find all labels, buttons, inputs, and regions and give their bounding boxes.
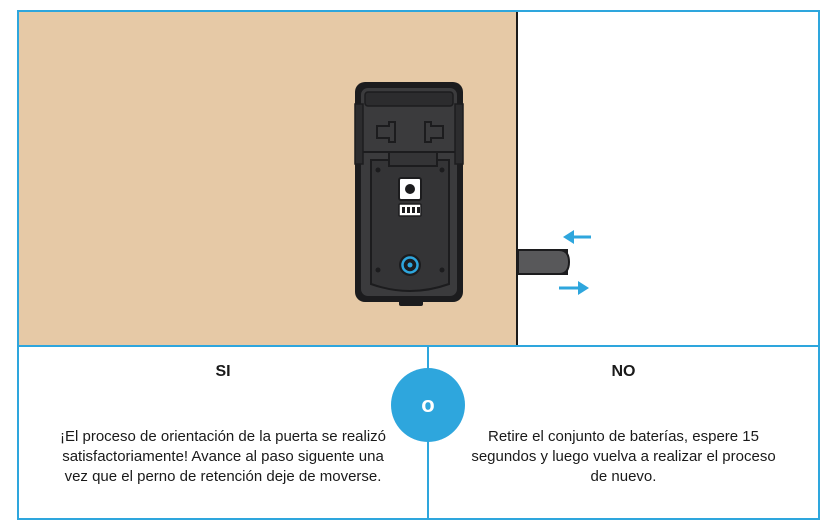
arrow-left-icon <box>563 230 591 244</box>
thumb-turn-icon <box>399 254 421 276</box>
lock-drawing <box>354 82 591 306</box>
option-no-title: NO <box>611 363 636 380</box>
lock-illustration <box>19 12 818 346</box>
program-button-icon <box>398 177 422 201</box>
option-yes-text: ¡El proceso de orientación de la puerta … <box>59 428 387 485</box>
option-no: NO Retire el conjunto de baterías, esper… <box>429 347 818 519</box>
or-badge: o <box>391 368 465 442</box>
door-edge <box>516 12 518 346</box>
horizontal-divider <box>19 345 818 347</box>
battery-clip-right <box>424 121 444 143</box>
option-no-text: Retire el conjunto de baterías, espere 1… <box>471 428 776 485</box>
option-yes: SI ¡El proceso de orientación de la puer… <box>19 347 427 519</box>
arrow-right-icon <box>559 281 589 295</box>
instruction-panel: SI ¡El proceso de orientación de la puer… <box>17 10 820 520</box>
latch-bolt <box>517 249 571 275</box>
battery-clip-left <box>376 121 396 143</box>
dip-switch-icon <box>398 203 422 217</box>
option-yes-title: SI <box>215 363 231 380</box>
